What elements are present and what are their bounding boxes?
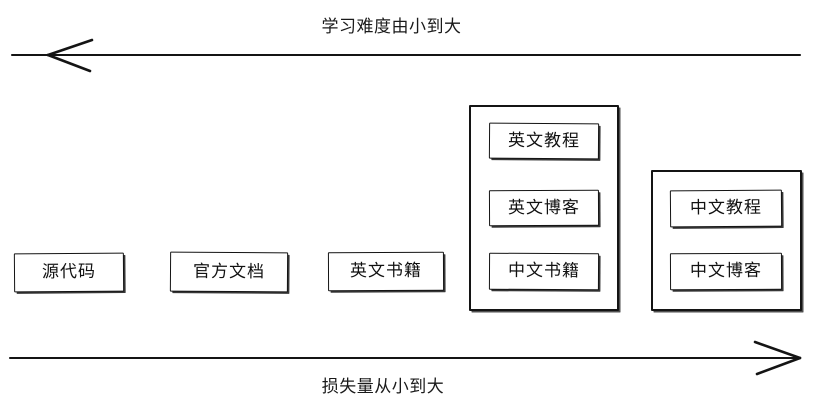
node-english-books[interactable]: 英文书籍 [327, 251, 445, 292]
top-axis-label: 学习难度由小到大 [321, 17, 462, 37]
bottom-axis-label: 损失量从小到大 [321, 377, 445, 397]
arrow-right-icon [8, 340, 802, 376]
node-label: 中文书籍 [507, 260, 581, 282]
node-label: 源代码 [41, 261, 97, 283]
node-label: 英文博客 [507, 197, 581, 218]
node-source-code[interactable]: 源代码 [13, 252, 125, 293]
node-label: 中文教程 [689, 197, 763, 219]
node-chinese-books[interactable]: 中文书籍 [488, 252, 600, 291]
node-label: 英文教程 [507, 130, 581, 151]
node-chinese-tutorial[interactable]: 中文教程 [669, 189, 783, 228]
node-official-docs[interactable]: 官方文档 [169, 251, 289, 293]
node-chinese-blog[interactable]: 中文博客 [669, 252, 783, 291]
node-label: 中文博客 [689, 260, 763, 282]
node-label: 官方文档 [192, 261, 266, 282]
node-english-blog[interactable]: 英文博客 [488, 189, 600, 227]
node-label: 英文书籍 [349, 260, 423, 282]
node-english-tutorial[interactable]: 英文教程 [488, 122, 600, 160]
arrow-left-icon [10, 38, 802, 73]
